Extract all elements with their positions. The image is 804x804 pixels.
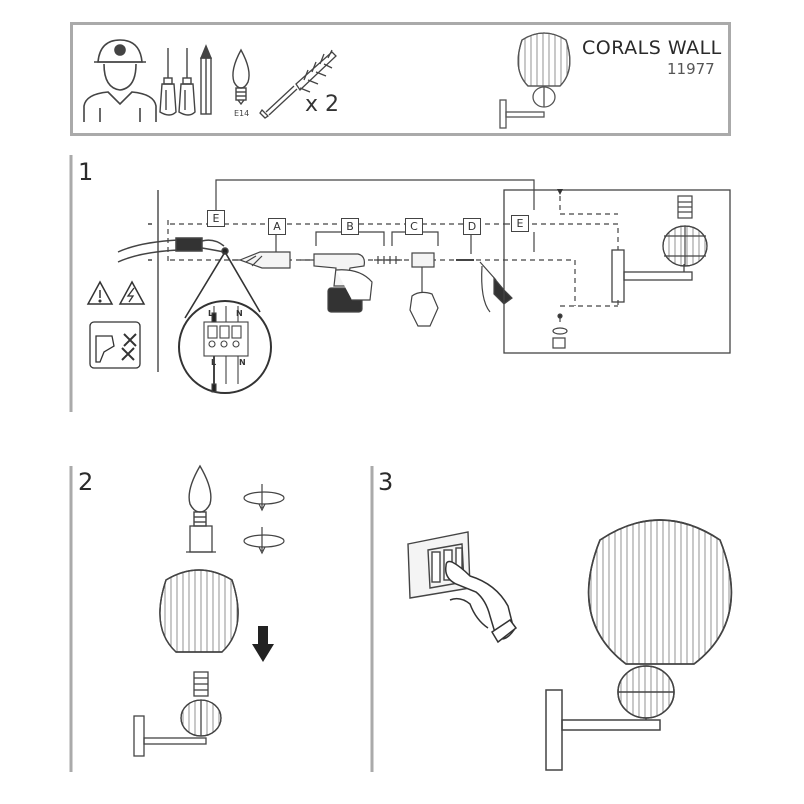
label-e-left: E: [207, 210, 225, 227]
warning-caution-icon: [86, 280, 114, 305]
label-b: B: [341, 218, 359, 235]
product-code: 11977: [667, 60, 715, 78]
step1-ground-screw: [552, 313, 568, 349]
step1-lamp-panel: [503, 189, 731, 354]
screwdriver-flat-icon: [159, 48, 177, 116]
label-d: D: [463, 218, 481, 235]
lamp-thumbnail-icon: [499, 32, 571, 129]
tool-screwdriver: [456, 259, 513, 313]
down-arrow-icon: [252, 626, 274, 662]
terminal-label-l-top: L: [208, 309, 214, 318]
pencil-icon: [199, 44, 213, 115]
wiring-loop: [215, 179, 535, 252]
installer-person-icon: [83, 39, 157, 122]
dowel-quantity: x 2: [305, 92, 340, 117]
step2-shade: [159, 569, 239, 653]
rotate-arrow-icon: [243, 484, 285, 512]
bulb-type-label: E14: [234, 109, 250, 118]
step1-lamp-holder: [662, 195, 708, 267]
step2-bracket: [133, 671, 222, 757]
hand-pressing-switch: [444, 560, 518, 644]
label-brackets: [275, 231, 472, 254]
terminal-label-n-top: N: [236, 309, 243, 318]
rotate-arrow-icon-2: [243, 527, 285, 555]
lit-lamp-globe: [617, 665, 675, 719]
no-power-drill-icon: [89, 321, 141, 369]
wall-switch: [407, 531, 471, 599]
label-a: A: [268, 218, 286, 235]
lit-lamp-bracket: [545, 689, 661, 771]
terminal-block: [203, 306, 249, 393]
step-number-3: 3: [378, 468, 394, 496]
socket-ring: [186, 525, 216, 553]
step-number-1: 1: [78, 158, 94, 186]
tool-drill: [300, 253, 373, 313]
header-panel: [70, 22, 731, 136]
lit-lamp-shade: [587, 519, 733, 665]
step1-top-screw: [557, 189, 563, 195]
label-c: C: [405, 218, 423, 235]
step2-bulb: [188, 464, 212, 527]
label-e-right: E: [511, 215, 529, 232]
screwdriver-phillips-icon: [178, 48, 196, 116]
dashed-guides: [167, 196, 619, 307]
product-name: CORALS WALL: [582, 37, 722, 59]
bulb-e14-icon: [232, 48, 250, 106]
terminal-label-l-bottom: L: [211, 358, 217, 367]
terminal-label-n-bottom: N: [239, 358, 246, 367]
warning-electric-icon: [118, 280, 146, 305]
mains-cable: [117, 237, 229, 263]
tool-screw-anchor: [232, 251, 291, 269]
step-number-2: 2: [78, 468, 94, 496]
tool-hammer-dowel: [374, 252, 439, 327]
magnifier-lines: [184, 251, 261, 319]
screw-dowel-icon: [259, 49, 337, 119]
